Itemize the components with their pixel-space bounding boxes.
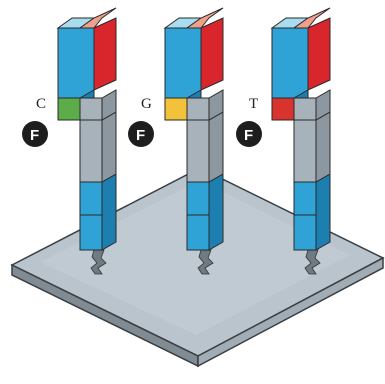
column-t-cyan-front — [271, 27, 309, 99]
marker-label-t: F — [244, 127, 253, 144]
column-g: G F — [128, 7, 224, 275]
column-c-gray-front — [79, 97, 103, 121]
plate-highlight — [40, 180, 350, 335]
column-c-salmon-top — [78, 7, 117, 29]
marker-t — [236, 121, 262, 147]
column-g-gray-side — [208, 89, 224, 121]
column-g-tag-front — [164, 97, 188, 121]
column-t-gray-side — [315, 89, 331, 121]
column-t-gray-front — [293, 97, 317, 121]
marker-c — [22, 121, 48, 147]
column-g-red-side — [200, 17, 224, 91]
column-g-cyan-step — [185, 89, 202, 99]
column-c-tag-front — [57, 97, 81, 121]
marker-label-c: F — [30, 127, 39, 144]
column-t-lower-side — [315, 173, 331, 251]
column-c-cyan-front — [57, 27, 95, 99]
column-g-mid-side — [208, 111, 224, 183]
column-g-gray-front — [186, 97, 210, 121]
column-g-mid-front — [186, 119, 210, 183]
column-c-mid-front — [79, 119, 103, 183]
base-label-c: C — [36, 96, 46, 112]
anchor-g — [197, 249, 214, 275]
column-g-cyan-front — [164, 27, 202, 99]
column-g-lower-side — [208, 173, 224, 251]
column-c-lower-front — [79, 181, 103, 251]
marker-g — [128, 121, 154, 147]
column-t-cyan-step — [292, 89, 309, 99]
column-g-lower-front — [186, 181, 210, 251]
column-c-cyan-step — [78, 89, 95, 99]
column-g-salmon-top — [185, 7, 224, 29]
column-t-mid-side — [315, 111, 331, 183]
column-c: C F — [22, 7, 117, 275]
column-t: T F — [236, 7, 331, 275]
marker-label-g: F — [136, 127, 145, 144]
anchor-c — [90, 249, 107, 275]
base-label-t: T — [249, 96, 258, 112]
base-label-g: G — [141, 96, 152, 112]
column-t-lower-front — [293, 181, 317, 251]
column-t-salmon-top — [292, 7, 331, 29]
plate-right-edge — [197, 256, 384, 368]
surface-plate — [10, 167, 385, 368]
column-t-tag-front — [271, 97, 295, 121]
column-c-red-side — [93, 17, 117, 91]
column-c-lower-side — [101, 173, 117, 251]
column-c-mid-side — [101, 111, 117, 183]
column-t-mid-front — [293, 119, 317, 183]
anchor-t — [304, 249, 321, 275]
column-t-red-side — [307, 17, 331, 91]
column-c-gray-side — [101, 89, 117, 121]
